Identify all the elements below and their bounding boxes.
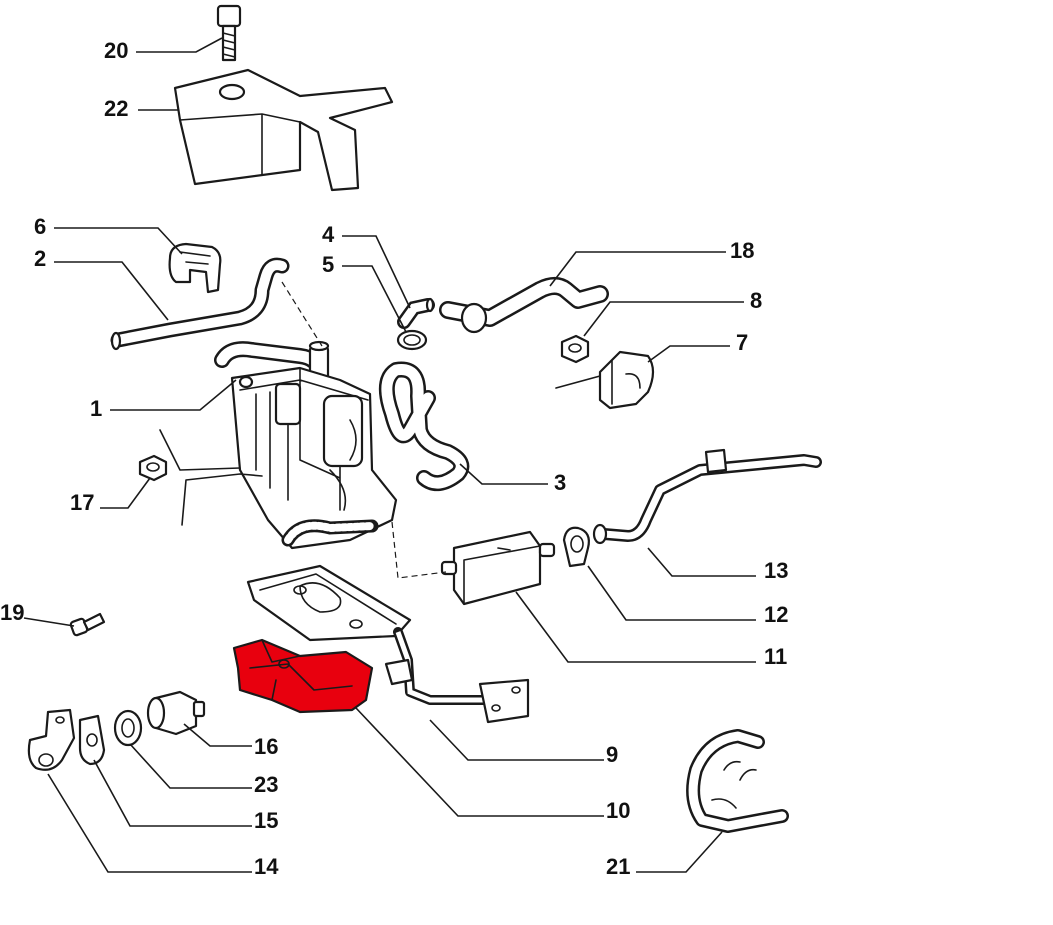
callout-23: 23 xyxy=(254,772,278,797)
callout-16: 16 xyxy=(254,734,278,759)
callout-7: 7 xyxy=(736,330,748,355)
callout-15: 15 xyxy=(254,808,278,833)
part-4-elbow xyxy=(397,297,435,329)
part-18-hose xyxy=(439,277,609,334)
callout-11: 11 xyxy=(764,644,787,669)
part-20-bolt xyxy=(216,4,242,62)
callout-17: 17 xyxy=(70,490,94,515)
part-23-washer xyxy=(113,709,143,747)
part-11-filter xyxy=(440,530,556,606)
part-13-pipe xyxy=(592,448,822,545)
callout-12: 12 xyxy=(764,602,788,627)
callout-14: 14 xyxy=(254,854,279,879)
part-12-clamp xyxy=(562,526,590,568)
part-7-bracket xyxy=(555,350,655,410)
callout-10: 10 xyxy=(606,798,630,823)
callout-18: 18 xyxy=(730,238,754,263)
callout-8: 8 xyxy=(750,288,762,313)
callout-4: 4 xyxy=(322,222,335,247)
part-15-gasket xyxy=(78,714,106,766)
callout-22: 22 xyxy=(104,96,128,121)
callout-labels: 20 22 6 2 4 5 18 8 7 1 3 17 13 19 12 11 … xyxy=(0,38,788,879)
callout-19: 19 xyxy=(0,600,24,625)
part-22-bracket xyxy=(173,68,394,192)
part-16-sensor xyxy=(146,690,206,736)
part-19-bolt xyxy=(69,612,106,637)
callout-6: 6 xyxy=(34,214,46,239)
callout-13: 13 xyxy=(764,558,788,583)
part-21-bracket-frame xyxy=(686,729,789,833)
callout-21: 21 xyxy=(606,854,630,879)
part-14-bracket xyxy=(27,708,76,771)
part-9-tray xyxy=(246,564,530,724)
part-2-hose xyxy=(110,257,290,351)
part-1-canister-assembly xyxy=(159,340,398,550)
callout-9: 9 xyxy=(606,742,618,767)
callout-1: 1 xyxy=(90,396,102,421)
part-17-grommet xyxy=(138,454,168,482)
part-5-clamp xyxy=(396,329,428,351)
callout-2: 2 xyxy=(34,246,46,271)
part-8-nut xyxy=(560,334,590,364)
part-10-shield-highlighted xyxy=(232,638,374,714)
callout-5: 5 xyxy=(322,252,334,277)
part-6-clip xyxy=(168,242,222,294)
leader-lines xyxy=(23,37,756,873)
callout-3: 3 xyxy=(554,470,566,495)
callout-20: 20 xyxy=(104,38,128,63)
part-3-hose xyxy=(378,361,470,492)
assembly-lines xyxy=(281,281,447,579)
